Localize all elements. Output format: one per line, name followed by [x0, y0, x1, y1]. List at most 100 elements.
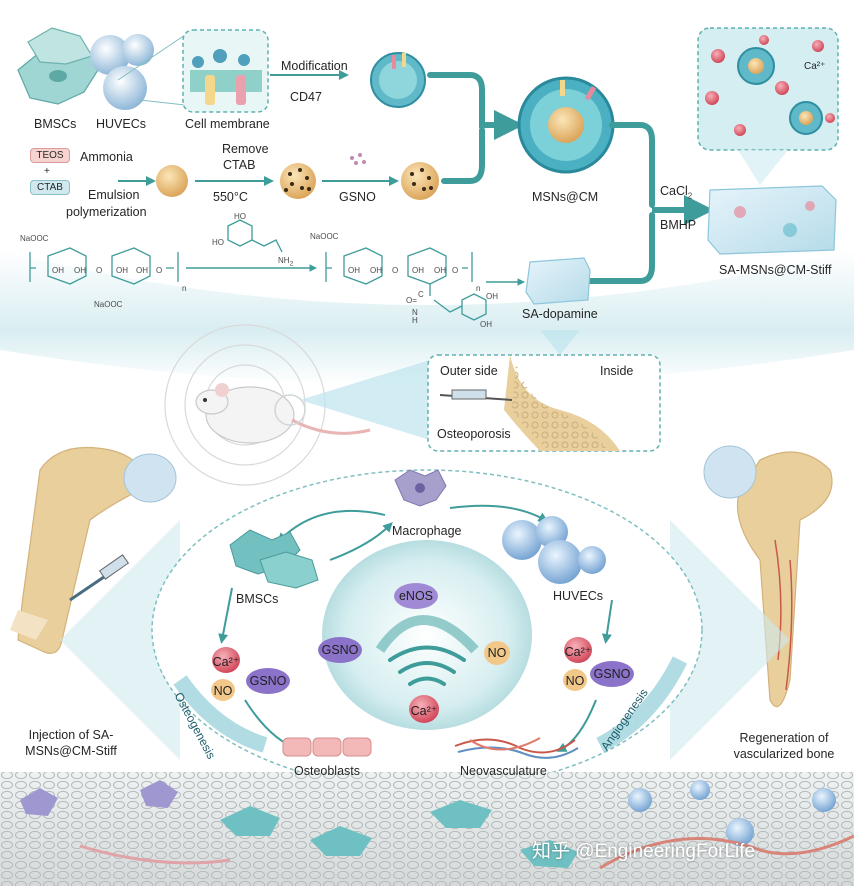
no-signal-icon [388, 645, 466, 686]
sa-dopamine-gel-icon [525, 257, 591, 305]
inside-label: Inside [600, 364, 634, 378]
bmscs-cycle-label: BMSCs [236, 592, 279, 606]
temperature-label: 550°C [213, 190, 248, 204]
cd47-nanoparticle-icon [370, 52, 426, 108]
regeneration-caption-line2: vascularized bone [733, 747, 835, 761]
angiogenesis-arrow [596, 656, 688, 753]
o-link-1: O [96, 266, 103, 275]
neovasculature-label: Neovasculature [460, 764, 547, 778]
product-label: SA-MSNs@CM-Stiff [719, 263, 832, 277]
enos-pill: eNOS [398, 589, 434, 603]
gsno-right-pill: GSNO [593, 667, 631, 681]
no-center-pill: NO [487, 646, 507, 660]
oh-1: OH [52, 266, 64, 275]
hydrogel-block-icon [707, 185, 837, 255]
macrophage-icon [394, 469, 447, 507]
o-link-4: O [452, 266, 459, 275]
left-bone-icon [10, 446, 177, 654]
ca-left-pill: Ca²⁺ [212, 655, 240, 669]
msns-cm-label: MSNs@CM [532, 190, 599, 204]
ca-ion-top-label: Ca²⁺ [804, 61, 826, 72]
amide-h: H [412, 316, 418, 325]
gsno-dots-icon [350, 153, 366, 165]
teos-tag: TEOS [30, 148, 70, 163]
naooc-bottom: NaOOC [94, 300, 123, 309]
cell-membrane-zoom [117, 29, 269, 113]
porous-sphere-icon [280, 163, 316, 199]
cycle-panel [60, 469, 790, 791]
ammonia-label: Ammonia [80, 150, 133, 164]
sa-dopamine-label: SA-dopamine [522, 307, 598, 321]
huvecs-label: HUVECs [96, 117, 147, 131]
cd47-label: CD47 [290, 90, 322, 104]
bmsc-cluster-icon [229, 529, 319, 589]
n-left: n [182, 284, 187, 293]
modification-label: Modification [281, 59, 348, 73]
oh-5: OH [348, 266, 360, 275]
oh-dopamine-2: OH [480, 320, 492, 329]
no-left-pill: NO [213, 684, 233, 698]
naooc-right: NaOOC [310, 232, 339, 241]
osteoblasts-label: Osteoblasts [294, 764, 361, 778]
n-right: n [476, 284, 481, 293]
msns-cm-nanoparticle-icon [517, 76, 615, 174]
ho-left: HO [212, 238, 224, 247]
huvecs-cycle-label: HUVECs [553, 589, 604, 603]
injection-caption-line1: Injection of SA- [28, 728, 114, 742]
cell-membrane-label: Cell membrane [185, 117, 270, 131]
injection-caption-line2: MSNs@CM-Stiff [25, 744, 117, 758]
remove-ctab-label: CTAB [223, 158, 256, 172]
gsno-center-pill: GSNO [321, 643, 359, 657]
osteoporosis-zoom-box [427, 354, 661, 452]
molecule-pills [211, 583, 634, 723]
polymerization-label: polymerization [66, 205, 147, 219]
cacl2-label: CaCl2 [660, 184, 693, 201]
remove-label: Remove [222, 142, 269, 156]
gsno-top-label: GSNO [339, 190, 376, 204]
o-link-3: O [392, 266, 399, 275]
huvec-cluster-icon [502, 516, 606, 584]
sa-dopamine-structure [325, 247, 525, 321]
gsno-left-pill: GSNO [249, 674, 287, 688]
merge-arrow-bottom [441, 127, 485, 184]
dopamine-to-gel-arrow [583, 212, 655, 284]
zoom-beam [300, 360, 430, 440]
oh-6: OH [370, 266, 382, 275]
ca-center-pill: Ca²⁺ [410, 704, 438, 718]
oh-7: OH [412, 266, 424, 275]
nh2-label: NH2 [278, 256, 294, 268]
osteoporosis-label: Osteoporosis [437, 427, 511, 441]
oh-8: OH [434, 266, 446, 275]
osteogenesis-arrow [173, 675, 268, 753]
bmscs-label: BMSCs [34, 117, 77, 131]
ca-right-pill: Ca²⁺ [564, 645, 592, 659]
neovasculature-icon [454, 737, 579, 759]
merge-arrow-top [427, 72, 508, 128]
watermark: 知乎 @EngineeringForLife [532, 841, 756, 862]
silica-sphere-icon [156, 165, 188, 197]
ho-top: HO [234, 212, 246, 221]
bmsc-cells-icon [17, 27, 99, 105]
plus-sign: + [44, 166, 50, 177]
osteoblasts-icon [282, 737, 372, 757]
dopamine-structure [227, 219, 283, 253]
center-arc [375, 615, 479, 654]
amide-n: N [412, 308, 418, 317]
oh-4: OH [136, 266, 148, 275]
mouse-icon [195, 383, 371, 444]
emulsion-label: Emulsion [88, 188, 140, 202]
carbonyl-c: C [418, 290, 424, 299]
bmhp-label: BMHP [660, 218, 697, 232]
msn-to-gel-arrow [609, 122, 655, 208]
outer-side-label: Outer side [440, 364, 498, 378]
naooc-left: NaOOC [20, 234, 49, 243]
product-zoom-box [697, 27, 839, 185]
alginate-structure [29, 247, 317, 285]
oh-2: OH [74, 266, 86, 275]
no-right-pill: NO [565, 674, 585, 688]
ctab-tag: CTAB [30, 180, 70, 195]
oh-dopamine-1: OH [486, 292, 498, 301]
tissue-cells [20, 780, 854, 870]
